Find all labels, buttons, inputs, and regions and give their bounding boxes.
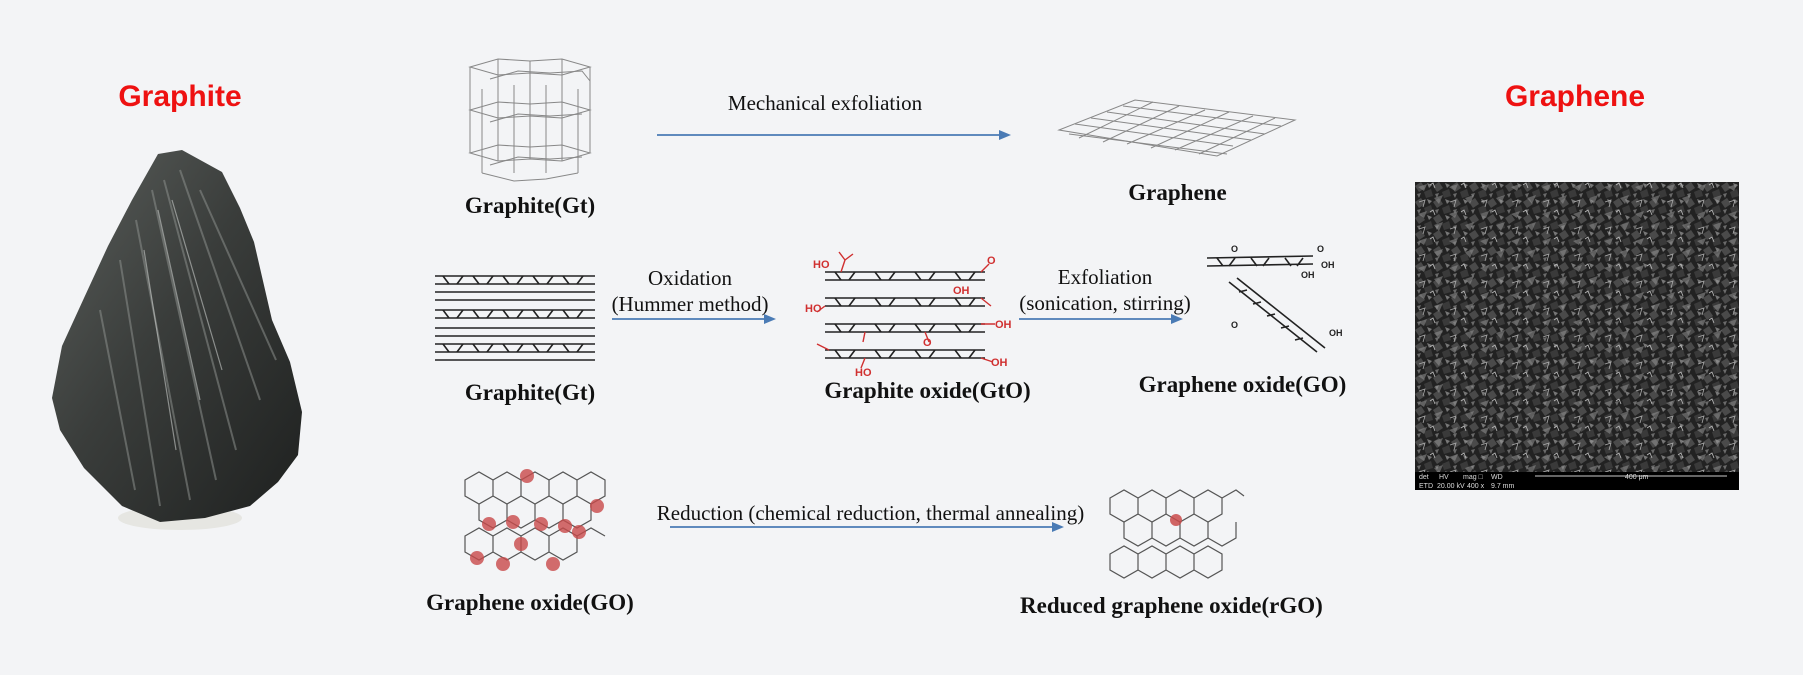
reduction-label: Reduction (chemical reduction, thermal a… <box>656 501 1085 525</box>
functional-group-labels: HO O OH HO OH O OH HO <box>805 255 1012 379</box>
sem-mm: 9.7 mm <box>1491 483 1515 490</box>
group-oh: OH <box>995 319 1012 331</box>
group-o: O <box>1231 320 1238 330</box>
group-o: O <box>987 255 996 267</box>
group-oh: OH <box>1329 328 1343 338</box>
sem-x: 400 x <box>1467 483 1485 490</box>
graphite-oxide-icon: HO O OH HO OH O OH HO <box>805 251 1012 379</box>
graphene-oxide-hexagon-icon <box>464 469 606 571</box>
graphene-sem-micrograph: det HV mag □ WD 400 μm ETD 20.00 kV 400 … <box>1415 182 1739 490</box>
row1-graphite-label: Graphite(Gt) <box>464 193 596 218</box>
oxidation-label: Oxidation <box>648 266 732 290</box>
sem-wd: WD <box>1491 474 1503 481</box>
row2-graphene-oxide-label: Graphene oxide(GO) <box>1138 372 1347 397</box>
group-o: O <box>1231 244 1238 254</box>
graphene-sheet-icon <box>1057 99 1297 157</box>
row1-graphene-label: Graphene <box>1128 180 1227 205</box>
group-oh: OH <box>953 285 970 297</box>
group-ho: HO <box>813 259 830 271</box>
sonication-stirring-label: (sonication, stirring) <box>1019 291 1191 315</box>
group-oh: OH <box>1301 270 1315 280</box>
exfoliation-arrow <box>1019 314 1183 324</box>
row1-arrow <box>657 130 1011 140</box>
sem-etd: ETD <box>1419 483 1433 490</box>
sem-mag: mag □ <box>1463 474 1484 481</box>
exfoliation-label: Exfoliation <box>1057 265 1153 289</box>
graphite-oxide-label: Graphite oxide(GtO) <box>824 378 1031 403</box>
sem-hv: HV <box>1439 474 1449 481</box>
sem-det: det <box>1419 474 1429 481</box>
reduced-graphene-oxide-label: Reduced graphene oxide(rGO) <box>1020 593 1323 618</box>
group-o: O <box>1317 244 1324 254</box>
sem-kv: 20.00 kV <box>1437 483 1465 490</box>
graphene-title: Graphene <box>1504 80 1646 113</box>
row2-graphite-label: Graphite(Gt) <box>464 380 596 405</box>
reduced-graphene-oxide-icon <box>1109 489 1245 579</box>
graphite-layers-icon <box>435 275 595 361</box>
graphite-title: Graphite <box>118 80 242 113</box>
graphite-lattice-3d-icon <box>468 58 592 182</box>
oxidation-arrow <box>612 314 776 324</box>
mechanical-exfoliation-label: Mechanical exfoliation <box>727 91 923 115</box>
group-ho: HO <box>805 303 822 315</box>
group-ho: HO <box>855 367 872 379</box>
hummer-method-label: (Hummer method) <box>611 292 769 316</box>
group-o: O <box>923 337 932 349</box>
reduction-arrow <box>670 522 1064 532</box>
graphene-oxide-sheets-icon: O O OH OH O OH <box>1206 244 1343 353</box>
graphite-rock-photo <box>52 150 302 530</box>
group-oh: OH <box>1321 260 1335 270</box>
group-oh: OH <box>991 357 1008 369</box>
row3-graphene-oxide-label: Graphene oxide(GO) <box>426 590 634 615</box>
sem-scale: 400 μm <box>1625 474 1649 481</box>
